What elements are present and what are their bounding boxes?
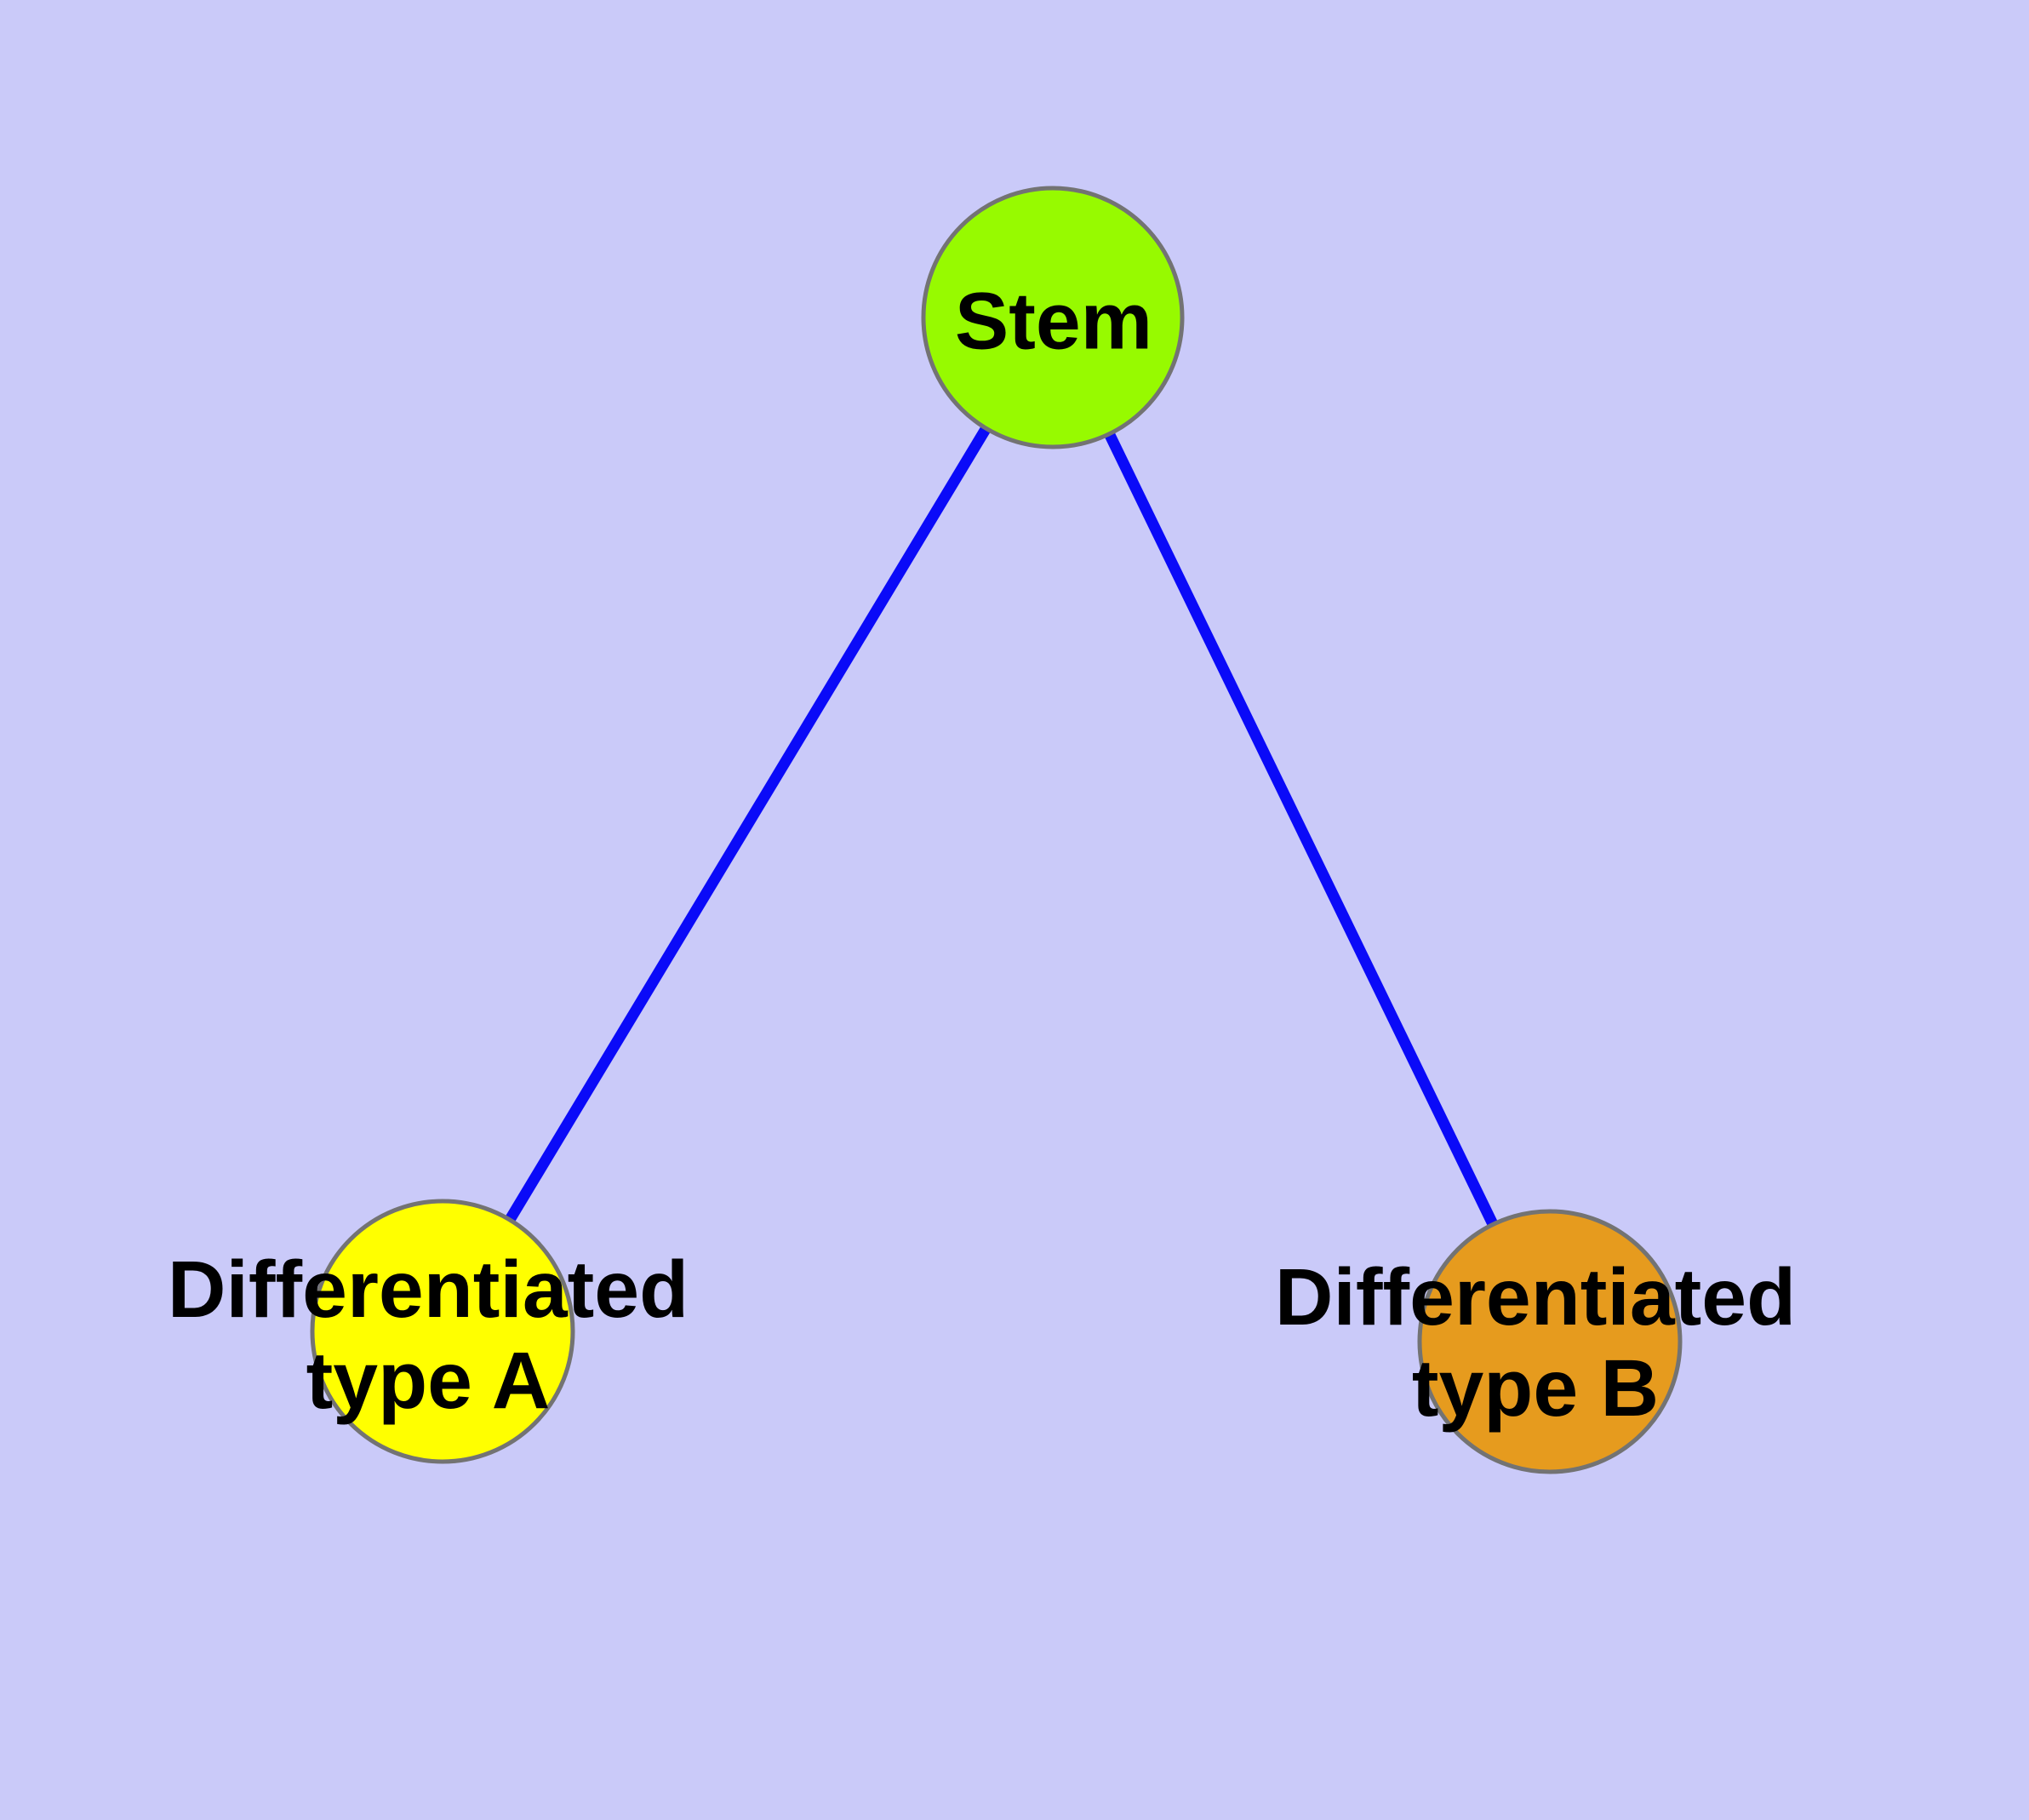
- node-differentiated-type-a-label-line2: type A: [306, 1336, 551, 1426]
- edge-stem-to-type-a: [437, 314, 1058, 1335]
- node-differentiated-type-b-label: Differentiated type B: [1275, 1252, 1796, 1434]
- node-differentiated-type-b-label-line2: type B: [1411, 1343, 1660, 1434]
- node-stem-circle: [921, 186, 1185, 449]
- edge-stem-to-type-b: [1048, 315, 1555, 1344]
- node-differentiated-type-a-circle: [310, 1199, 575, 1464]
- node-differentiated-type-b-circle: [1417, 1209, 1683, 1474]
- node-stem-label-line: Stem: [954, 276, 1153, 367]
- node-stem-label: Stem: [955, 277, 1152, 368]
- node-differentiated-type-a-label-line1: Differentiated: [167, 1245, 689, 1335]
- node-differentiated-type-b-label-line1: Differentiated: [1274, 1252, 1797, 1342]
- node-differentiated-type-a-label: Differentiated type A: [168, 1245, 689, 1427]
